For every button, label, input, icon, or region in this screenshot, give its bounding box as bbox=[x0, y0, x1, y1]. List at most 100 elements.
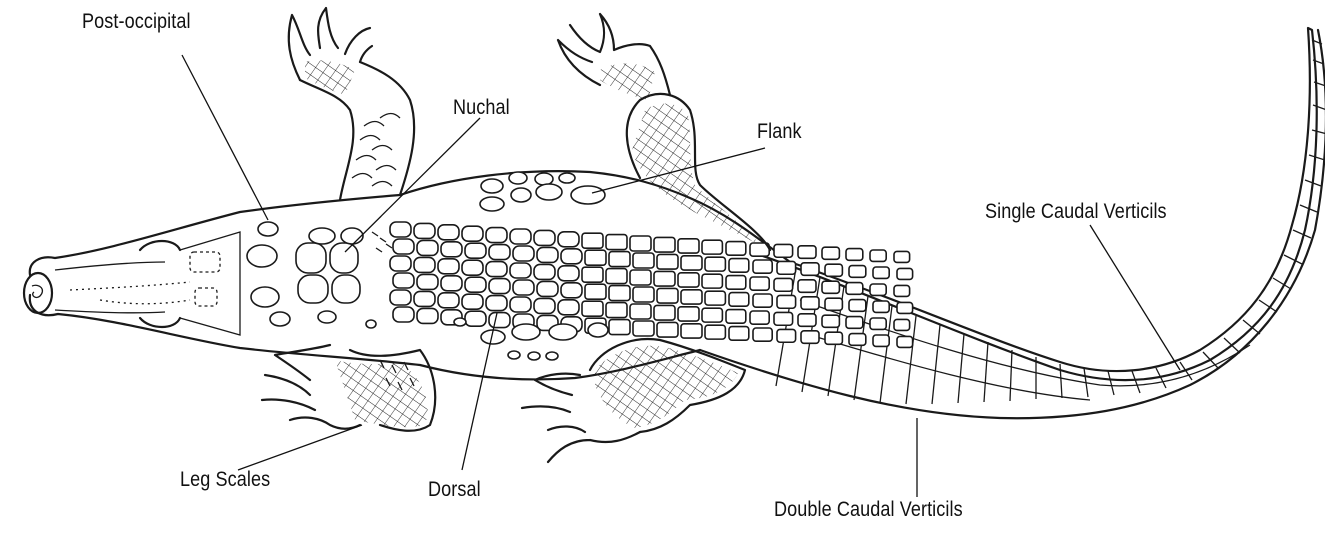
dorsal-scale bbox=[537, 247, 558, 262]
dorsal-scale bbox=[753, 260, 772, 273]
dorsal-scale bbox=[894, 285, 910, 296]
body bbox=[24, 171, 913, 379]
dorsal-scale bbox=[681, 290, 702, 304]
dorsal-scale bbox=[849, 334, 866, 346]
dorsal-scale bbox=[582, 301, 603, 316]
dorsal-scale bbox=[678, 307, 699, 321]
dorsal-scale bbox=[729, 327, 749, 341]
dorsal-scale bbox=[414, 257, 435, 272]
head bbox=[24, 232, 240, 335]
dorsal-scale bbox=[657, 288, 678, 303]
dorsal-scale bbox=[678, 273, 699, 287]
dorsal-scale bbox=[729, 293, 749, 307]
dorsal-scale bbox=[558, 266, 579, 281]
label-flank: Flank bbox=[757, 120, 802, 144]
label-double-caudal-verticils: Double Caudal Verticils bbox=[774, 498, 963, 522]
dorsal-scale bbox=[633, 287, 654, 302]
label-post-occipital: Post-occipital bbox=[82, 10, 191, 34]
dorsal-scale bbox=[702, 240, 722, 254]
dorsal-scale bbox=[390, 256, 411, 271]
dorsal-scale bbox=[534, 264, 555, 279]
dorsal-scale bbox=[465, 243, 486, 258]
dorsal-scale bbox=[441, 242, 462, 257]
dorsal-scale bbox=[417, 308, 438, 323]
dorsal-scale bbox=[705, 325, 725, 339]
dorsal-scale bbox=[726, 242, 746, 256]
dorsal-scale bbox=[609, 320, 630, 335]
dorsal-scale bbox=[414, 223, 435, 238]
dorsal-scale bbox=[438, 293, 459, 308]
dorsal-scale bbox=[873, 267, 889, 278]
dorsal-scale bbox=[489, 313, 510, 328]
dorsal-scale bbox=[726, 310, 746, 324]
dorsal-scale bbox=[657, 254, 678, 269]
dorsal-scale bbox=[729, 259, 749, 273]
dorsal-scale bbox=[750, 311, 769, 324]
dorsal-scale bbox=[606, 235, 627, 250]
dorsal-scale bbox=[705, 291, 725, 305]
dorsal-scale bbox=[798, 280, 816, 292]
dorsal-scale bbox=[414, 291, 435, 306]
dorsal-scale bbox=[801, 297, 819, 309]
dorsal-scale bbox=[846, 249, 863, 261]
dorsal-scale bbox=[726, 276, 746, 290]
dorsal-scale bbox=[609, 252, 630, 267]
dorsal-scale bbox=[897, 268, 913, 279]
dorsal-scale bbox=[465, 277, 486, 292]
front-upper-leg bbox=[289, 8, 414, 200]
dorsal-scale bbox=[681, 324, 702, 338]
label-single-caudal-verticils: Single Caudal Verticils bbox=[985, 200, 1167, 224]
dorsal-scale bbox=[702, 308, 722, 322]
dorsal-scale bbox=[825, 264, 842, 276]
dorsal-scale bbox=[390, 290, 411, 305]
dorsal-scale bbox=[753, 328, 772, 341]
dorsal-scale bbox=[510, 263, 531, 278]
dorsal-scale bbox=[582, 233, 603, 248]
rear-upper-leg bbox=[558, 14, 770, 250]
dorsal-scale bbox=[462, 260, 483, 275]
dorsal-scale bbox=[489, 245, 510, 260]
dorsal-scale bbox=[630, 236, 651, 251]
dorsal-scale bbox=[513, 280, 534, 295]
dorsal-scale bbox=[822, 315, 839, 327]
dorsal-scale bbox=[897, 302, 913, 313]
dorsal-scale bbox=[774, 278, 793, 291]
dorsal-scale bbox=[441, 276, 462, 291]
dorsal-scale bbox=[678, 239, 699, 253]
dorsal-scale bbox=[534, 298, 555, 313]
dorsal-scale bbox=[417, 274, 438, 289]
dorsal-scale bbox=[897, 336, 913, 347]
nuchal-scales bbox=[296, 228, 392, 303]
dorsal-scale bbox=[537, 281, 558, 296]
dorsal-scale bbox=[393, 307, 414, 322]
dorsal-scale bbox=[873, 301, 889, 312]
dorsal-scale bbox=[777, 295, 796, 308]
dorsal-scale bbox=[438, 225, 459, 240]
dorsal-scale bbox=[798, 246, 816, 258]
dorsal-scale bbox=[870, 250, 886, 261]
dorsal-scale bbox=[513, 246, 534, 261]
dorsal-scale bbox=[873, 335, 889, 346]
dorsal-scale bbox=[489, 279, 510, 294]
dorsal-scale bbox=[465, 311, 486, 326]
dorsal-scale bbox=[894, 319, 910, 330]
dorsal-scale bbox=[870, 318, 886, 329]
dorsal-scale bbox=[438, 259, 459, 274]
dorsal-scale bbox=[753, 294, 772, 307]
dorsal-scale bbox=[801, 331, 819, 343]
dorsal-scale bbox=[390, 222, 411, 237]
dorsal-scale bbox=[393, 239, 414, 254]
dorsal-scale bbox=[561, 249, 582, 264]
leg-scales-leader bbox=[238, 425, 362, 470]
label-nuchal: Nuchal bbox=[453, 96, 510, 120]
dorsal-scale bbox=[606, 269, 627, 284]
dorsal-scale bbox=[849, 300, 866, 312]
dorsal-scale bbox=[393, 273, 414, 288]
dorsal-scale bbox=[702, 274, 722, 288]
post-occipital-leader bbox=[182, 55, 268, 220]
dorsal-scale bbox=[822, 281, 839, 293]
dorsal-scale bbox=[561, 283, 582, 298]
dorsal-scale bbox=[777, 329, 796, 342]
